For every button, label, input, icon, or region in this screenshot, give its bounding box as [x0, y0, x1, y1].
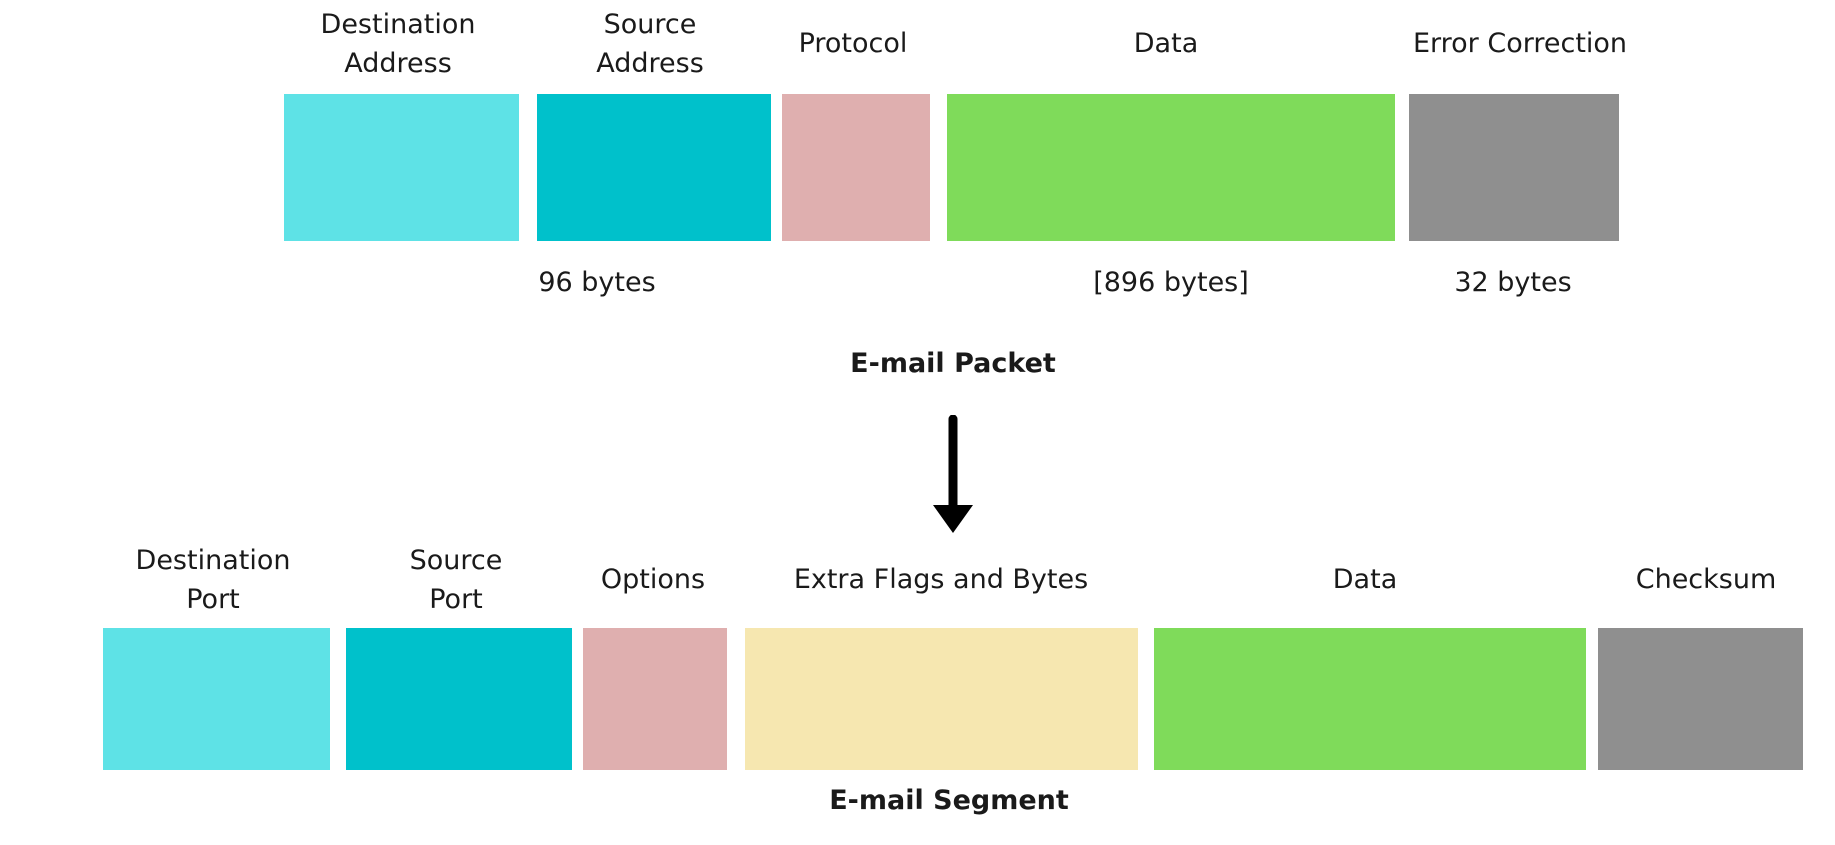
segment-block-options: [583, 628, 727, 770]
segment-field-label-options: Options: [600, 564, 706, 595]
segment-field-label-destination-port: Destination Port: [135, 545, 291, 615]
segment-block-extra-flags: [745, 628, 1138, 770]
segment-block-source-port: [346, 628, 572, 770]
packet-size-data: [896 bytes]: [1093, 267, 1249, 298]
packet-field-label-destination-address: Destination Address: [320, 9, 476, 79]
segment-field-label-extra-flags: Extra Flags and Bytes: [793, 564, 1089, 595]
packet-field-label-error-correction: Error Correction: [1412, 28, 1628, 59]
segment-field-label-data: Data: [1332, 564, 1398, 595]
packet-field-label-source-address: Source Address: [596, 9, 704, 79]
segment-block-destination-port: [103, 628, 330, 770]
segment-field-label-checksum: Checksum: [1635, 564, 1777, 595]
packet-block-data: [947, 94, 1395, 241]
packet-block-destination-address: [284, 94, 519, 241]
packet-block-error-correction: [1409, 94, 1619, 241]
packet-block-protocol: [782, 94, 930, 241]
packet-field-label-data: Data: [1133, 28, 1199, 59]
segment-caption: E-mail Segment: [829, 785, 1069, 816]
packet-field-label-protocol: Protocol: [798, 28, 908, 59]
packet-caption: E-mail Packet: [850, 348, 1056, 379]
segment-field-label-source-port: Source Port: [409, 545, 503, 615]
packet-block-source-address: [537, 94, 771, 241]
down-arrow-icon: [933, 415, 973, 533]
segment-block-checksum: [1598, 628, 1803, 770]
segment-block-data: [1154, 628, 1586, 770]
packet-size-address: 96 bytes: [538, 267, 656, 298]
packet-size-error: 32 bytes: [1454, 267, 1572, 298]
